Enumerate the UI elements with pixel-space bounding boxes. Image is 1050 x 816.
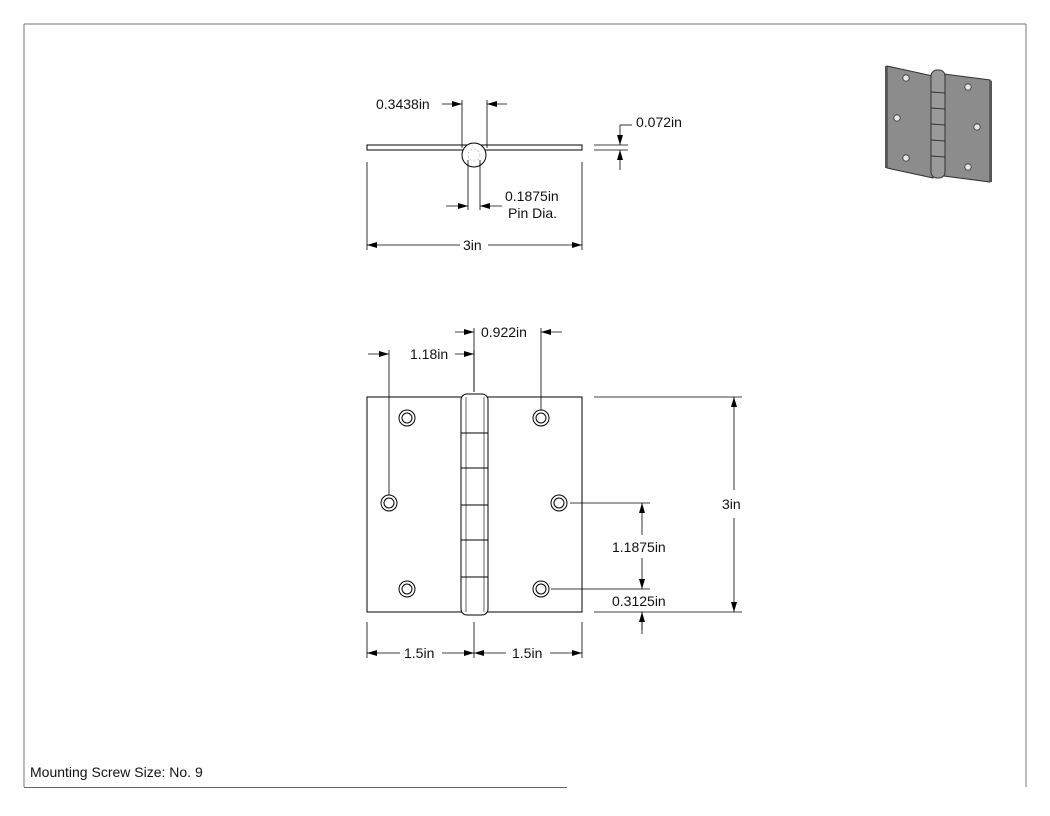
- dim-text-3in-top: 3in: [463, 237, 482, 253]
- dim-text-0-1875: 0.1875in: [505, 188, 559, 204]
- dim-text-1-5-left: 1.5in: [404, 645, 434, 661]
- screw-holes-right-leaf: [532, 409, 568, 598]
- dim-hole-edge-distance: 0.3125in: [612, 593, 666, 634]
- dim-text-3in-height: 3in: [722, 496, 741, 512]
- dim-text-1-5-right: 1.5in: [512, 645, 542, 661]
- dim-leaf-widths: 1.5in 1.5in: [366, 622, 583, 661]
- dim-text-0-3125: 0.3125in: [612, 593, 666, 609]
- dim-text-1-1875: 1.1875in: [612, 539, 666, 555]
- note-underline: [24, 787, 567, 788]
- screw-holes-left-leaf: [380, 409, 416, 598]
- dim-leaf-open-width: 0.3438in: [376, 96, 507, 148]
- dim-height: 3in: [594, 396, 742, 613]
- dim-overall-width: 3in: [366, 162, 583, 253]
- dim-text-0-922: 0.922in: [481, 324, 527, 340]
- dim-edge-hole-offset: 1.18in: [368, 346, 475, 495]
- dim-pin-diameter: 0.1875in Pin Dia.: [446, 160, 559, 221]
- top-view: [366, 142, 583, 168]
- dim-leaf-thickness: 0.072in: [594, 114, 682, 170]
- dim-text-0-072: 0.072in: [636, 114, 682, 130]
- mounting-screw-note: Mounting Screw Size: No. 9: [30, 764, 203, 780]
- knuckle-2: [460, 504, 489, 541]
- dim-hole-spacing: 1.1875in: [551, 502, 666, 590]
- dim-text-0-3438: 0.3438in: [376, 96, 430, 112]
- dim-text-1-18: 1.18in: [410, 346, 448, 362]
- pin-section: [467, 148, 481, 162]
- front-view: [366, 393, 583, 616]
- hinge-isometric-icon: [885, 65, 992, 183]
- dim-text-pin-dia: Pin Dia.: [508, 205, 557, 221]
